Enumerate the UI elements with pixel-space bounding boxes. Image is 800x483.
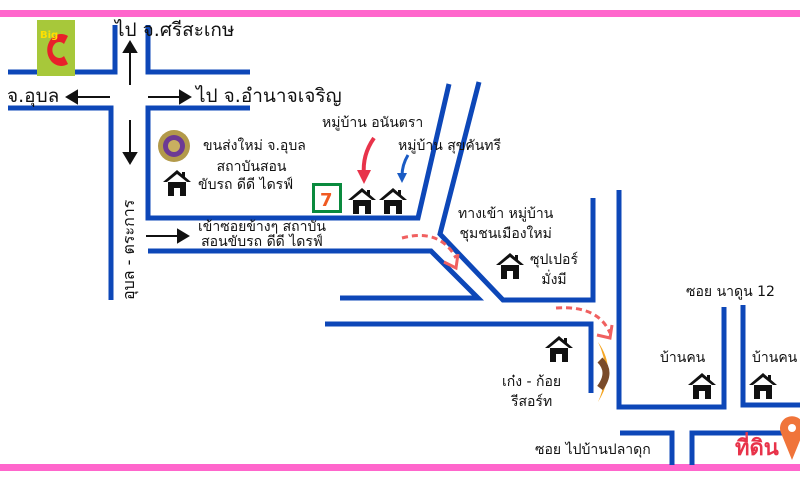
red-arrow (361, 136, 376, 176)
label-side-soi: เข้าซอยข้างๆ สถาบันสอนขับรถ ดีดี ไดรฟ์ (198, 220, 326, 250)
roads (8, 25, 800, 465)
driving-school-line: สถาบันสอน (216, 159, 287, 175)
side-soi-line: สอนขับรถ ดีดี ไดรฟ์ (201, 234, 323, 250)
entrance-line: ชุมชนเมืองใหม่ (459, 226, 552, 242)
house-icon (379, 188, 407, 214)
side-soi-line: เข้าซอยข้างๆ สถาบัน (198, 219, 326, 235)
label-land: ที่ดิน (735, 436, 779, 461)
top-border (0, 10, 800, 17)
blue-arrow (400, 154, 410, 177)
resort-line: เก๋ง - ก้อย (502, 374, 562, 390)
label-village-suk-country: หมู่บ้าน สุขคันทรี (398, 138, 502, 154)
supermarket-line: มั่งมี (541, 272, 567, 288)
label-village-entrance: ทางเข้า หมู่บ้านชุมชนเมืองใหม่ (458, 204, 553, 244)
label-driving-school: สถาบันสอนขับรถ ดีดี ไดรฟ์ (198, 158, 293, 194)
house-icon (348, 188, 376, 214)
label-to-ubon: จ.อุบล (7, 85, 60, 107)
svg-text:7: 7 (320, 190, 333, 211)
house-icon (749, 373, 777, 399)
supermarket-line: ซุปเปอร์ (530, 252, 578, 268)
transport-seal-icon (158, 130, 190, 162)
label-village-anantra: หมู่บ้าน อนันตรา (322, 115, 424, 131)
label-road-ubon-trakan: อุบล - ตระการ (119, 199, 138, 300)
house-icon (545, 336, 573, 362)
entrance-line: ทางเข้า หมู่บ้าน (458, 206, 554, 222)
label-to-sisaket: ไป จ.ศรีสะเกษ (115, 19, 235, 41)
seven-eleven-logo: 7 (312, 183, 342, 213)
label-soi-pladuk: ซอย ไปบ้านปลาดุก (535, 442, 651, 458)
label-supermarket: ซุปเปอร์มั่งมี (530, 250, 578, 290)
house-icon (163, 170, 191, 196)
label-house-2: บ้านคน (752, 350, 798, 366)
turn-arrow (555, 306, 612, 334)
location-pin-icon (780, 416, 800, 460)
svg-text:Big: Big (40, 30, 58, 41)
label-house-1: บ้านคน (660, 350, 706, 366)
label-soi-nadun: ซอย นาดูน 12 (686, 284, 775, 300)
direction-arrows (65, 40, 192, 244)
label-resort: เก๋ง - ก้อยรีสอร์ท (502, 372, 561, 412)
bridge-icon (598, 342, 608, 402)
turn-arrow (401, 234, 458, 259)
bottom-border (0, 464, 800, 471)
bigc-logo: Big (37, 20, 75, 76)
house-icon (688, 373, 716, 399)
house-icon (496, 253, 524, 279)
resort-line: รีสอร์ท (510, 394, 553, 410)
label-to-amnat: ไป จ.อำนาจเจริญ (196, 85, 342, 107)
driving-school-line: ขับรถ ดีดี ไดรฟ์ (198, 177, 294, 193)
label-transport-office: ขนส่งใหม่ จ.อุบล (203, 138, 306, 154)
